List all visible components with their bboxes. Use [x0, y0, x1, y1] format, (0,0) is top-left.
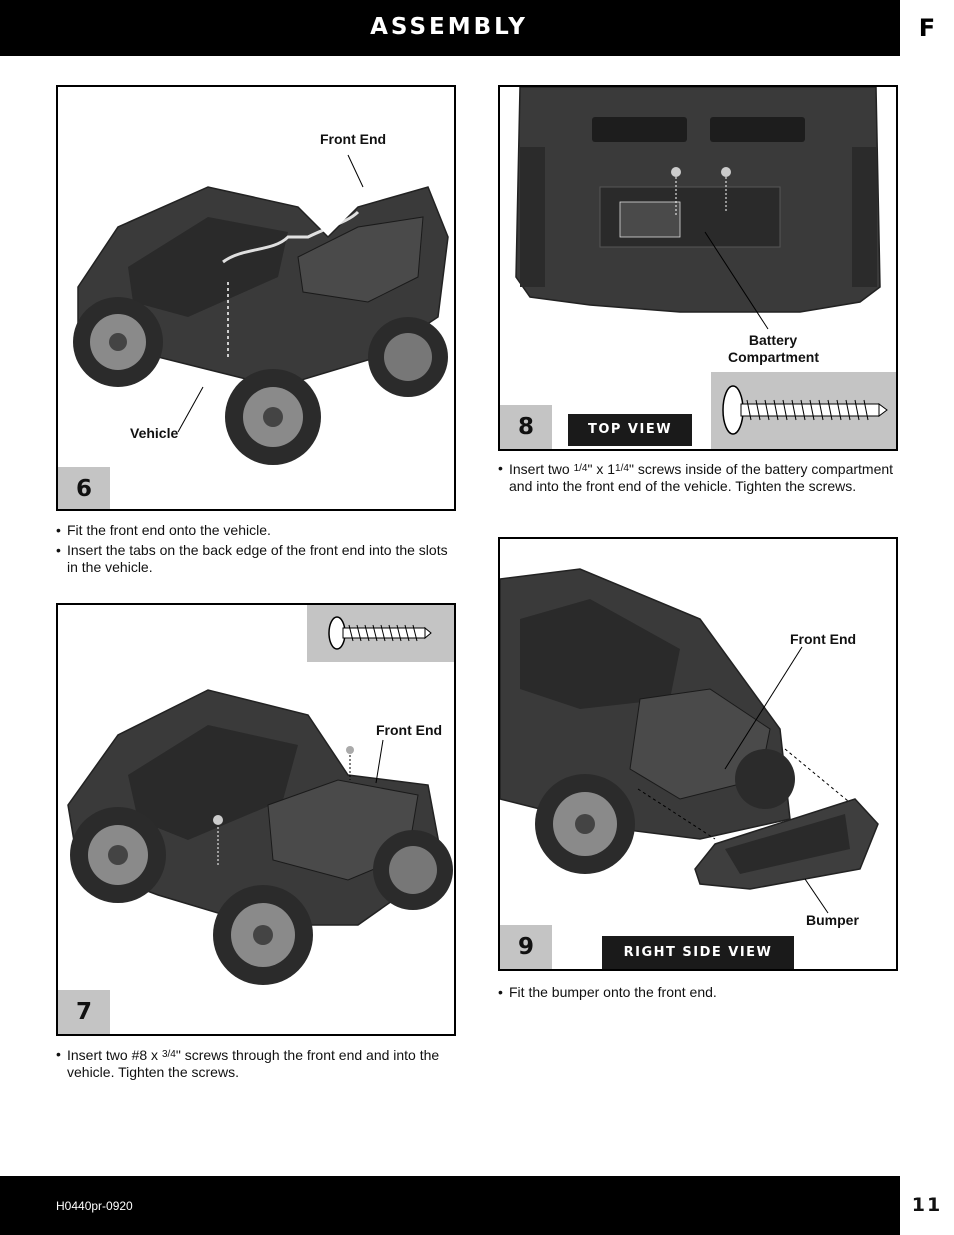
instruction-item: Insert two #8 x 3/4" screws through the … — [56, 1046, 451, 1081]
step-number: 6 — [58, 467, 110, 509]
callout-front-end: Front End — [376, 722, 443, 738]
vehicle-front-end-illustration — [73, 154, 449, 465]
section-letter: F — [918, 14, 936, 42]
step-9-panel: Front End Bumper 9 RIGHT SIDE VIEW — [498, 537, 898, 971]
callout-battery-compartment: Battery Compartment — [728, 332, 820, 365]
step-6-panel: Front End Vehicle 6 — [56, 85, 456, 511]
battery-compartment-top-view — [515, 87, 881, 330]
instruction-item: Insert two 1/4" x 11/4" screws inside of… — [498, 460, 898, 495]
callout-front-end: Front End — [790, 631, 857, 647]
bumper-right-side-view — [500, 568, 879, 914]
screw-swatch — [711, 372, 896, 449]
step-7-panel: Front End 7 — [56, 603, 456, 1036]
view-label: RIGHT SIDE VIEW — [602, 936, 794, 969]
header-bar — [0, 0, 898, 56]
callout-front-end: Front End — [320, 131, 387, 147]
page-number: 11 — [911, 1194, 943, 1216]
step-6-instructions: Fit the front end onto the vehicle. Inse… — [56, 522, 451, 579]
instruction-item: Fit the front end onto the vehicle. — [56, 522, 451, 539]
step-number: 9 — [500, 925, 552, 969]
callout-vehicle: Vehicle — [130, 425, 179, 441]
step-8-panel: Battery Compartment 8 TOP VIEW — [498, 85, 898, 451]
screw-short-icon — [328, 616, 432, 650]
step-7-instructions: Insert two #8 x 3/4" screws through the … — [56, 1046, 451, 1084]
page-title: ASSEMBLY — [370, 14, 528, 40]
document-code: H0440pr-0920 — [56, 1199, 133, 1213]
section-tab: F — [898, 0, 954, 56]
page-number-tab: 11 — [898, 1176, 954, 1235]
step-8-instructions: Insert two 1/4" x 11/4" screws inside of… — [498, 460, 898, 498]
step-number: 7 — [58, 990, 110, 1034]
vehicle-screws-illustration — [67, 689, 453, 985]
instruction-item: Fit the bumper onto the front end. — [498, 984, 898, 1001]
step-9-instructions: Fit the bumper onto the front end. — [498, 984, 898, 1004]
footer-bar — [0, 1176, 898, 1235]
instruction-item: Insert the tabs on the back edge of the … — [56, 542, 451, 576]
screw-long-icon — [722, 385, 888, 435]
callout-bumper: Bumper — [806, 912, 859, 928]
step-number: 8 — [500, 405, 552, 449]
screw-swatch — [307, 605, 454, 662]
view-label: TOP VIEW — [568, 414, 692, 446]
